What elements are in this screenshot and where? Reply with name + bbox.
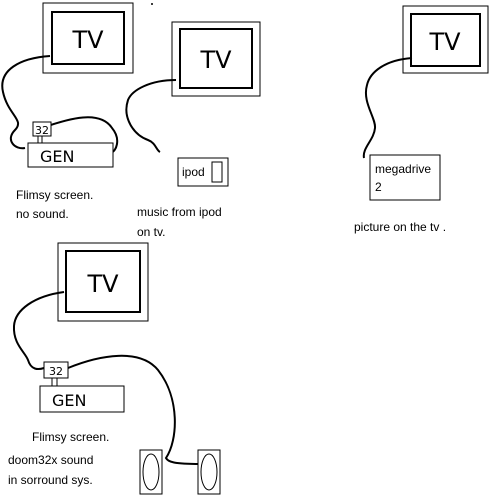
tv-2-screen bbox=[179, 28, 253, 89]
gen-box-4-label: GEN bbox=[52, 391, 86, 410]
tv-3-outer bbox=[402, 5, 489, 74]
ipod-screen bbox=[211, 161, 223, 183]
scenario-1: TV 32 GEN Flimsy screen. no sound. bbox=[1, 2, 134, 221]
cable-1-right bbox=[41, 116, 119, 153]
caption-1-line1: Flimsy screen. bbox=[16, 188, 93, 202]
tv-4-screen bbox=[65, 250, 141, 313]
tv-1-screen bbox=[51, 11, 125, 65]
scenario-3: TV megadrive 2 picture on the tv . bbox=[354, 5, 489, 234]
scenario-2: TV ipod music from ipod on tv. bbox=[125, 21, 261, 239]
tv-3: TV bbox=[402, 5, 489, 74]
tv-4-outer bbox=[57, 242, 149, 322]
caption-2-line1: music from ipod bbox=[137, 205, 222, 219]
megadrive-label-line2: 2 bbox=[375, 180, 382, 194]
connector-4 bbox=[51, 377, 58, 387]
speaker-left-box bbox=[139, 449, 163, 495]
scenario-4: TV 32 GEN Flimsy screen. doom32x sound i… bbox=[8, 242, 221, 495]
tv-4: TV bbox=[57, 242, 149, 322]
tv-2-label: TV bbox=[199, 46, 232, 74]
box-32-1-label: 32 bbox=[35, 124, 49, 137]
tv-4-label: TV bbox=[86, 270, 119, 298]
speaker-left-cone bbox=[142, 453, 160, 491]
gen-box-1-label: GEN bbox=[40, 147, 74, 166]
speaker-right-cone bbox=[200, 453, 218, 491]
tv-1-label: TV bbox=[71, 26, 104, 54]
speaker-right bbox=[197, 449, 221, 495]
tv-3-screen bbox=[410, 13, 481, 67]
cable-4-left bbox=[12, 291, 65, 370]
caption-1-line2: no sound. bbox=[16, 207, 69, 221]
tv-2: TV bbox=[171, 21, 261, 97]
tv-1-outer bbox=[42, 2, 134, 74]
box-32-4-label: 32 bbox=[49, 365, 63, 378]
cable-3 bbox=[362, 57, 413, 159]
caption-4-line3: in sorround sys. bbox=[8, 473, 93, 487]
tv-3-label: TV bbox=[428, 28, 461, 56]
cable-2 bbox=[125, 79, 177, 153]
caption-2-line2: on tv. bbox=[137, 225, 165, 239]
speaker-left bbox=[139, 449, 163, 495]
speaker-right-box bbox=[197, 449, 221, 495]
caption-3: picture on the tv . bbox=[354, 220, 446, 234]
cable-4-right bbox=[67, 354, 201, 465]
stray-dot bbox=[151, 3, 153, 5]
caption-4-line2: doom32x sound bbox=[8, 453, 93, 467]
ipod-label: ipod bbox=[182, 165, 205, 179]
tv-1: TV bbox=[42, 2, 134, 74]
tv-2-outer bbox=[171, 21, 261, 97]
megadrive-label-line1: megadrive bbox=[375, 162, 431, 176]
connector-1 bbox=[37, 135, 43, 144]
megadrive-device bbox=[369, 154, 441, 201]
caption-4-line1: Flimsy screen. bbox=[32, 430, 109, 444]
gen-box-4 bbox=[39, 385, 125, 413]
cable-1-left bbox=[1, 55, 51, 150]
gen-box-1 bbox=[27, 142, 114, 168]
